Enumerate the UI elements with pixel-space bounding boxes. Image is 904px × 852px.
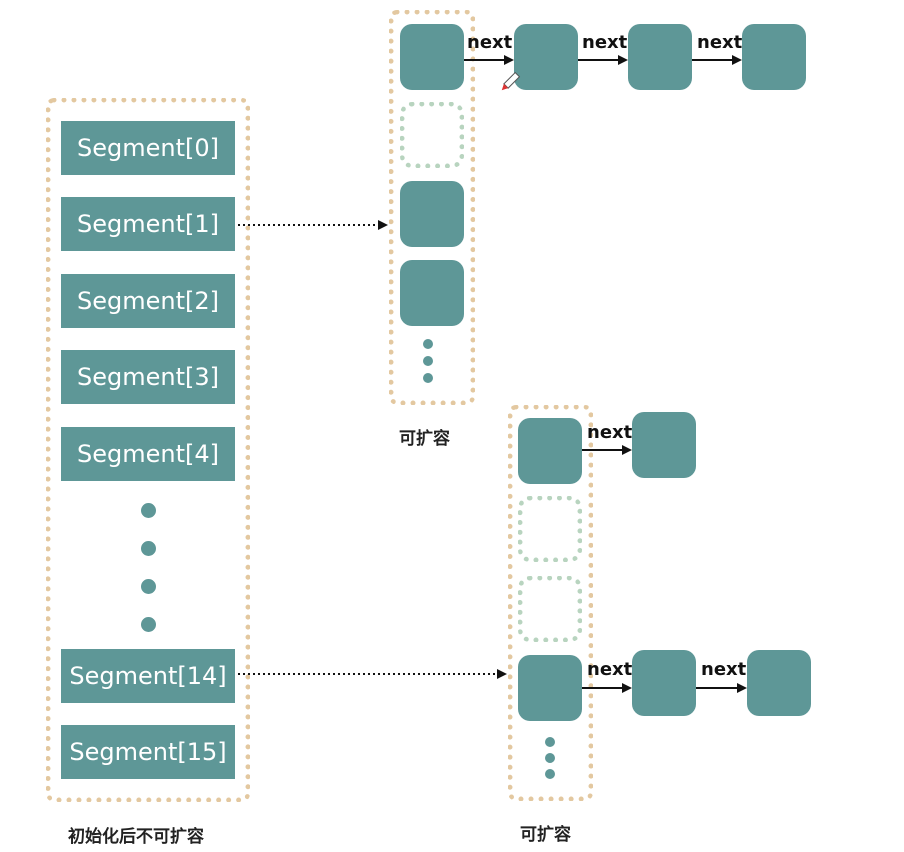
bucket-node (518, 418, 582, 484)
hash-table-top-caption: 可扩容 (399, 429, 450, 449)
next-label: next (467, 32, 513, 53)
segment-14: Segment[14] (61, 649, 235, 703)
hash-table-bottom-caption: 可扩容 (520, 825, 571, 845)
empty-bucket (518, 576, 582, 642)
next-label: next (701, 659, 747, 680)
ellipsis-dot (423, 373, 433, 383)
segment-0: Segment[0] (61, 121, 235, 175)
ellipsis-dot (545, 753, 555, 763)
ellipsis-dot (545, 769, 555, 779)
ellipsis-dot (423, 356, 433, 366)
empty-bucket (518, 496, 582, 562)
bucket-node (400, 24, 464, 90)
bucket-node (400, 260, 464, 326)
next-label: next (587, 422, 633, 443)
next-label: next (582, 32, 628, 53)
next-label: next (587, 659, 633, 680)
ellipsis-dot (423, 339, 433, 349)
segment-1: Segment[1] (61, 197, 235, 251)
segment-4: Segment[4] (61, 427, 235, 481)
ellipsis-dot (545, 737, 555, 747)
hash-table-top-frame (389, 10, 475, 405)
bucket-node (400, 181, 464, 247)
chain-node (632, 650, 696, 716)
segment-array-caption: 初始化后不可扩容 (68, 827, 204, 847)
segment-2: Segment[2] (61, 274, 235, 328)
chain-node (632, 412, 696, 478)
ellipsis-dot (141, 541, 156, 556)
chain-node (628, 24, 692, 90)
bucket-node (518, 655, 582, 721)
ellipsis-dot (141, 579, 156, 594)
segment-array-frame (46, 98, 250, 802)
ellipsis-dot (141, 503, 156, 518)
chain-node (747, 650, 811, 716)
segment-15: Segment[15] (61, 725, 235, 779)
chain-node (514, 24, 578, 90)
ellipsis-dot (141, 617, 156, 632)
segment-3: Segment[3] (61, 350, 235, 404)
empty-bucket (400, 102, 464, 168)
next-label: next (697, 32, 743, 53)
chain-node (742, 24, 806, 90)
hash-table-bottom-frame (508, 405, 593, 801)
